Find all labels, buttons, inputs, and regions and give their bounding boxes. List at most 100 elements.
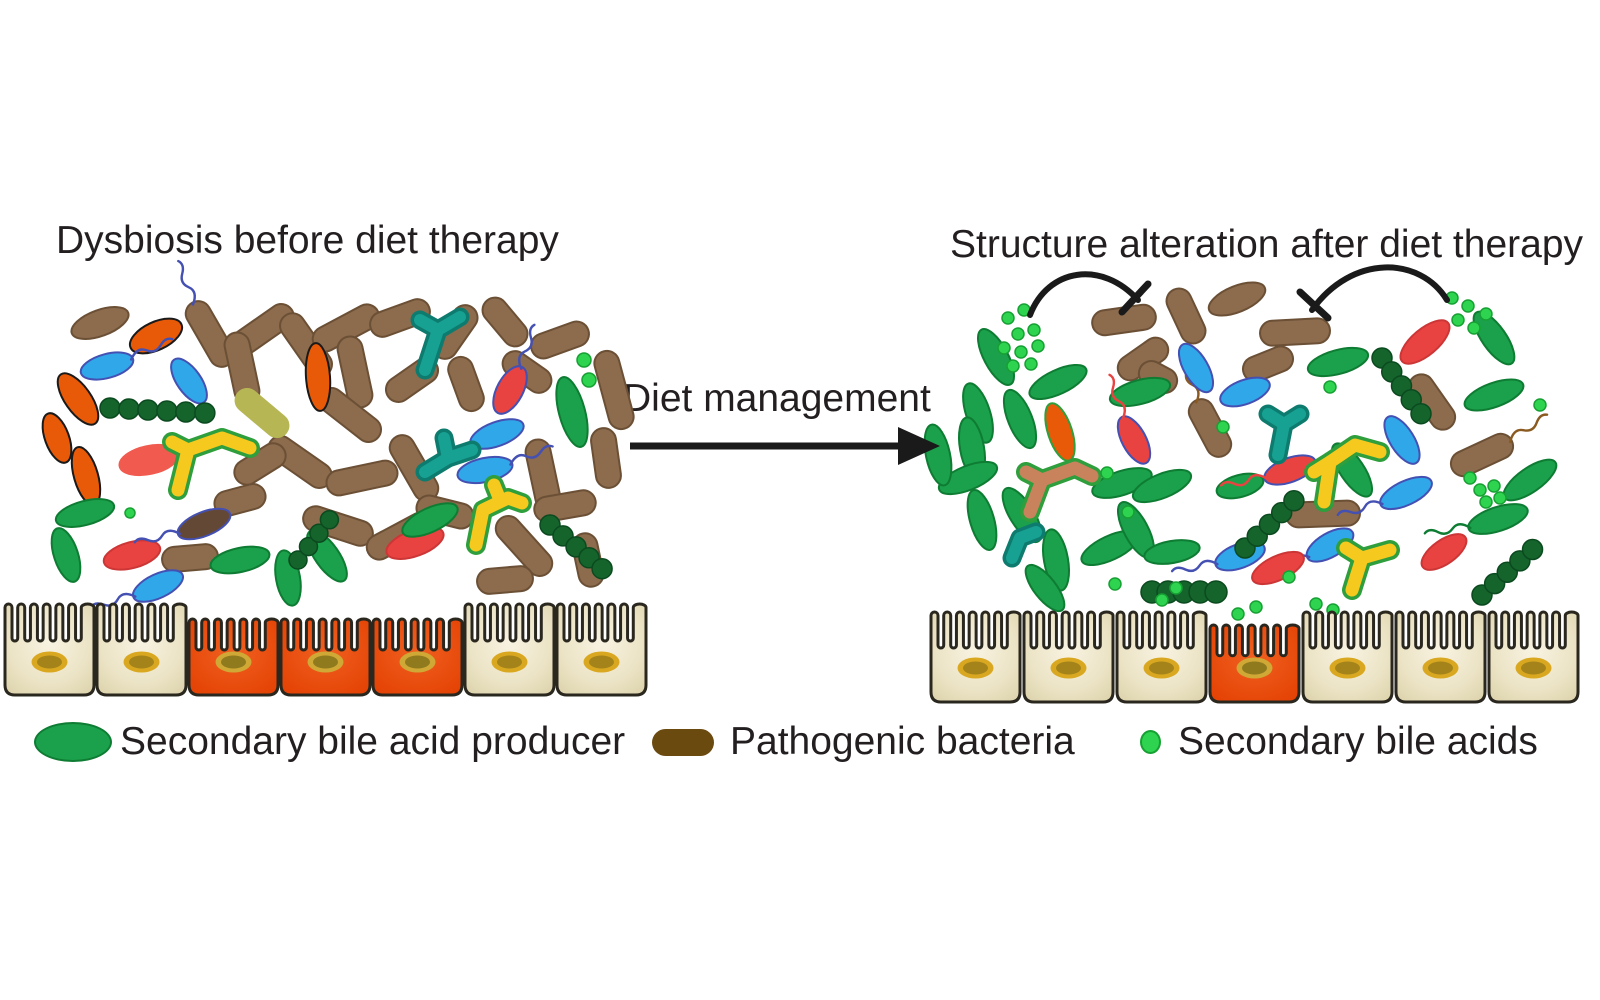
bile-acid-dot <box>581 372 597 388</box>
bacterium-oval <box>1024 563 1066 613</box>
chain-link <box>175 401 197 423</box>
bile-acid-dot <box>124 507 136 519</box>
chain-link <box>309 523 329 543</box>
diet-arrow-head <box>898 427 940 465</box>
rod-body <box>1241 345 1295 383</box>
rod-body <box>593 349 635 431</box>
chain-link <box>194 402 216 424</box>
oval-body <box>1044 402 1076 462</box>
epithelial-cell-inflamed <box>1208 623 1301 704</box>
flagellum <box>177 259 196 306</box>
bile-acid-dot <box>1155 593 1169 607</box>
oval-body <box>1116 415 1152 465</box>
oval-body <box>56 372 100 426</box>
bacterium-chain <box>1371 347 1432 425</box>
bacterium-oval <box>102 539 162 571</box>
bile-acid-dots <box>1463 471 1507 509</box>
epithelial-cell <box>463 602 556 697</box>
cell-nucleus <box>221 655 246 669</box>
oval-body <box>304 342 332 412</box>
bacterium-rod <box>1165 287 1207 345</box>
oval-body <box>1379 475 1433 511</box>
bacterium-oval <box>128 317 184 355</box>
bacterium-chain <box>99 397 216 424</box>
oval-body <box>1177 342 1215 394</box>
bile-acid-dot <box>1479 307 1493 321</box>
branch-arm <box>1023 461 1099 519</box>
rod-body <box>533 489 597 523</box>
cell-nucleus <box>963 661 988 675</box>
bacterium-oval <box>1143 539 1201 565</box>
bacterium-rod <box>590 427 622 489</box>
bacterium-oval <box>1028 363 1088 401</box>
bacterium-rod <box>476 565 534 595</box>
oval-body <box>1383 415 1421 465</box>
branch-arm <box>165 435 195 457</box>
bacterium-oval <box>1423 503 1529 535</box>
inhibition-arrow-curve <box>1027 271 1141 318</box>
rod-body <box>336 335 374 409</box>
oval-body <box>176 507 232 541</box>
cell-body <box>3 602 96 697</box>
chain-link <box>1204 580 1228 604</box>
oval-body <box>1024 563 1066 613</box>
rod-body <box>325 459 399 497</box>
bacterium-oval <box>1336 475 1433 517</box>
bacterium-oval <box>1463 378 1525 412</box>
bile-acid-dots <box>997 303 1045 373</box>
bacterium-oval <box>1207 281 1267 317</box>
cell-body <box>929 610 1022 704</box>
bile-acid-dot <box>1493 491 1507 505</box>
diet-management-label: Diet management <box>623 377 931 420</box>
oval-body <box>1305 527 1355 563</box>
oval-body <box>1131 468 1193 504</box>
bacterium-oval <box>1502 458 1558 502</box>
oval-body <box>1399 319 1451 365</box>
bacterium-oval <box>1399 319 1451 365</box>
inhibition-arrow-bar <box>1118 280 1152 316</box>
bacterium-branched <box>1002 522 1046 568</box>
oval-body <box>102 539 162 571</box>
rod-body <box>476 565 534 595</box>
epithelial-cell <box>1394 610 1487 704</box>
bacterium-oval <box>50 527 82 583</box>
cell-body <box>555 602 648 697</box>
chain-link <box>319 510 340 530</box>
bacterium-rod <box>1259 317 1331 347</box>
chain-link <box>137 399 159 421</box>
cell-body <box>95 602 188 697</box>
bile-acid-dot <box>1027 323 1041 337</box>
bacterium-chain <box>1471 538 1544 606</box>
rod-body <box>481 296 529 348</box>
bacterium-rod <box>336 335 374 409</box>
bacterium-oval <box>492 323 536 415</box>
bacterium-rod <box>447 355 485 413</box>
rod-body <box>213 483 267 517</box>
panel-left <box>3 259 648 697</box>
epithelium <box>929 610 1580 704</box>
bacterium-oval <box>79 337 174 381</box>
bacterium-rod <box>234 387 290 439</box>
epithelial-cell-inflamed <box>279 617 372 697</box>
legend-label: Secondary bile acids <box>1178 720 1538 763</box>
bile-acid-dots <box>124 507 136 519</box>
branch-arm <box>1307 455 1337 479</box>
rod-body <box>494 515 554 577</box>
bacterium-chain <box>1234 490 1305 559</box>
legend-item-pathogen: Pathogenic bacteria <box>652 714 1075 770</box>
bile-acid-dot <box>1249 600 1263 614</box>
oval-body <box>1207 281 1267 317</box>
bile-acid-dot <box>576 352 592 368</box>
oval-body <box>923 423 953 487</box>
epithelial-cell-inflamed <box>371 617 464 697</box>
bacterium-oval <box>401 502 459 538</box>
bacterium-oval <box>304 342 332 412</box>
bile-acid-dot <box>1001 311 1015 325</box>
flagellum <box>129 337 174 361</box>
flagellum <box>133 529 182 544</box>
bile-acid-dot <box>1451 313 1465 327</box>
cell-nucleus <box>313 655 338 669</box>
rod-body <box>530 320 590 360</box>
epithelial-cell <box>95 602 188 697</box>
